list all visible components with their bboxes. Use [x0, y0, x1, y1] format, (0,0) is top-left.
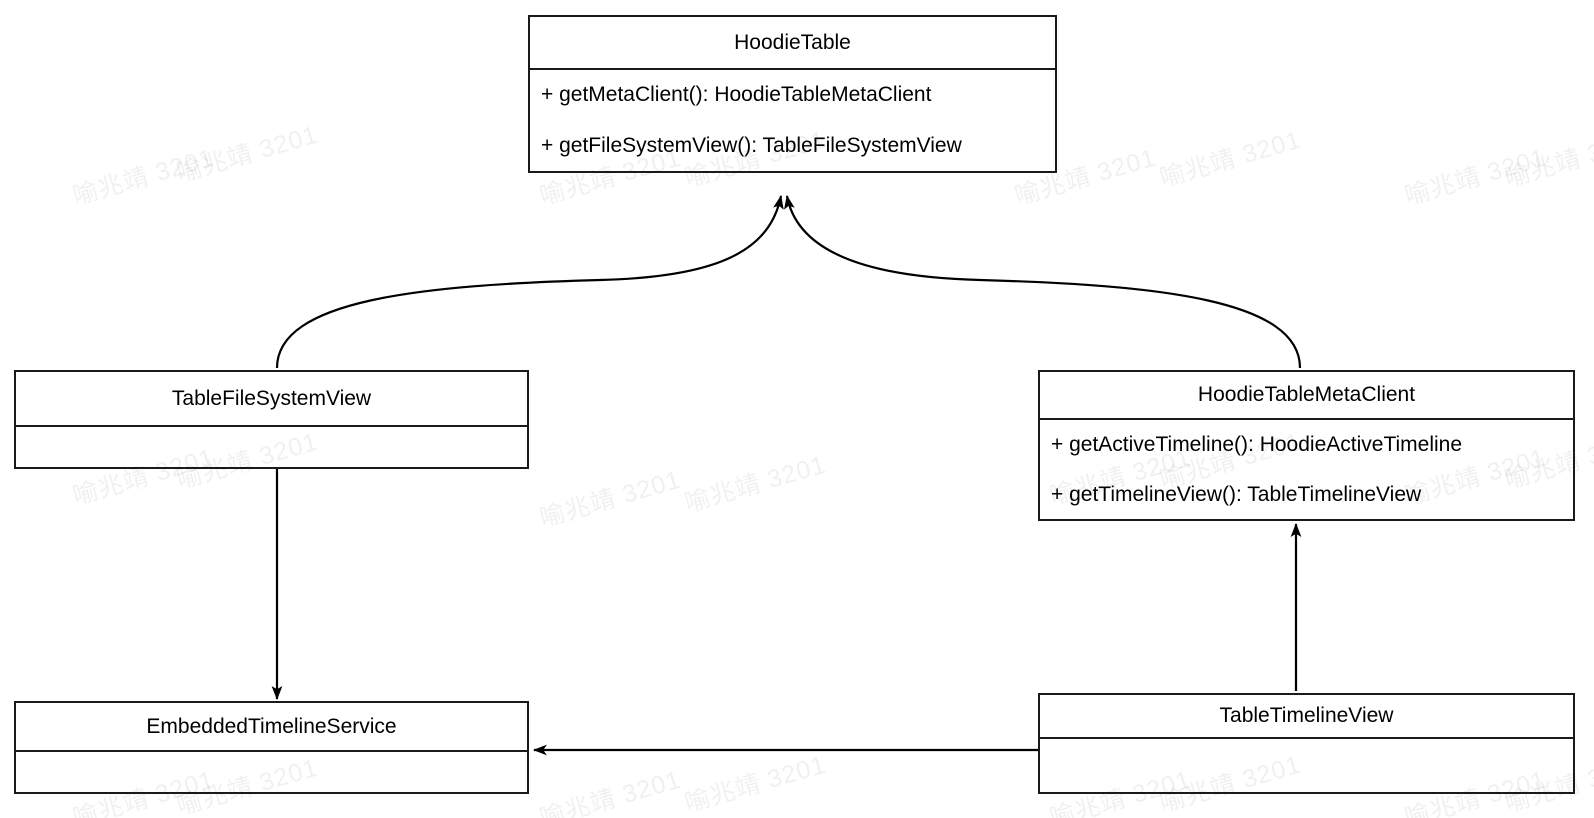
watermark-text: 喻兆靖 3201: [173, 120, 322, 188]
watermark-text: 喻兆靖 3201: [1401, 143, 1550, 211]
uml-class-embedded-timeline-service[interactable]: EmbeddedTimelineService: [14, 701, 529, 794]
uml-class-table-file-system-view[interactable]: TableFileSystemView: [14, 370, 529, 469]
uml-member: + getMetaClient(): HoodieTableMetaClient: [541, 83, 932, 106]
uml-class-name-hoodie-table-meta-client: HoodieTableMetaClient: [1040, 372, 1573, 420]
uml-class-members-hoodie-table: + getMetaClient(): HoodieTableMetaClient…: [530, 70, 1055, 171]
watermark-text: 喻兆靖 3201: [536, 465, 685, 533]
uml-class-name-hoodie-table: HoodieTable: [530, 17, 1055, 70]
uml-class-members-table-file-system-view: [16, 427, 527, 467]
watermark-text: 喻兆靖 3201: [536, 765, 685, 818]
uml-class-name-table-timeline-view: TableTimelineView: [1040, 695, 1573, 739]
connector-hoodietablemetaclient-to-hoodietable: [784, 195, 1302, 369]
watermark-text: 喻兆靖 3201: [681, 750, 830, 818]
uml-class-members-hoodie-table-meta-client: + getActiveTimeline(): HoodieActiveTimel…: [1040, 420, 1573, 519]
uml-class-table-timeline-view[interactable]: TableTimelineView: [1038, 693, 1575, 794]
watermark-text: 喻兆靖 3201: [1156, 125, 1305, 193]
uml-class-name-embedded-timeline-service: EmbeddedTimelineService: [16, 703, 527, 752]
uml-class-hoodie-table[interactable]: HoodieTable+ getMetaClient(): HoodieTabl…: [528, 15, 1057, 173]
uml-member: + getFileSystemView(): TableFileSystemVi…: [541, 133, 962, 157]
uml-class-members-table-timeline-view: [1040, 739, 1573, 792]
uml-class-hoodie-table-meta-client[interactable]: HoodieTableMetaClient + getActiveTimeline…: [1038, 370, 1575, 521]
uml-class-members-embedded-timeline-service: [16, 752, 527, 792]
uml-class-name-table-file-system-view: TableFileSystemView: [16, 372, 527, 427]
watermark-text: 喻兆靖 3201: [1501, 125, 1594, 193]
uml-member: + getTimelineView(): TableTimelineView: [1051, 482, 1422, 506]
watermark-text: 喻兆靖 3201: [69, 143, 218, 211]
connector-tablefilesystemview-to-hoodietable: [275, 195, 784, 369]
uml-member: + getActiveTimeline(): HoodieActiveTimel…: [1051, 433, 1463, 456]
watermark-text: 喻兆靖 3201: [681, 450, 830, 518]
